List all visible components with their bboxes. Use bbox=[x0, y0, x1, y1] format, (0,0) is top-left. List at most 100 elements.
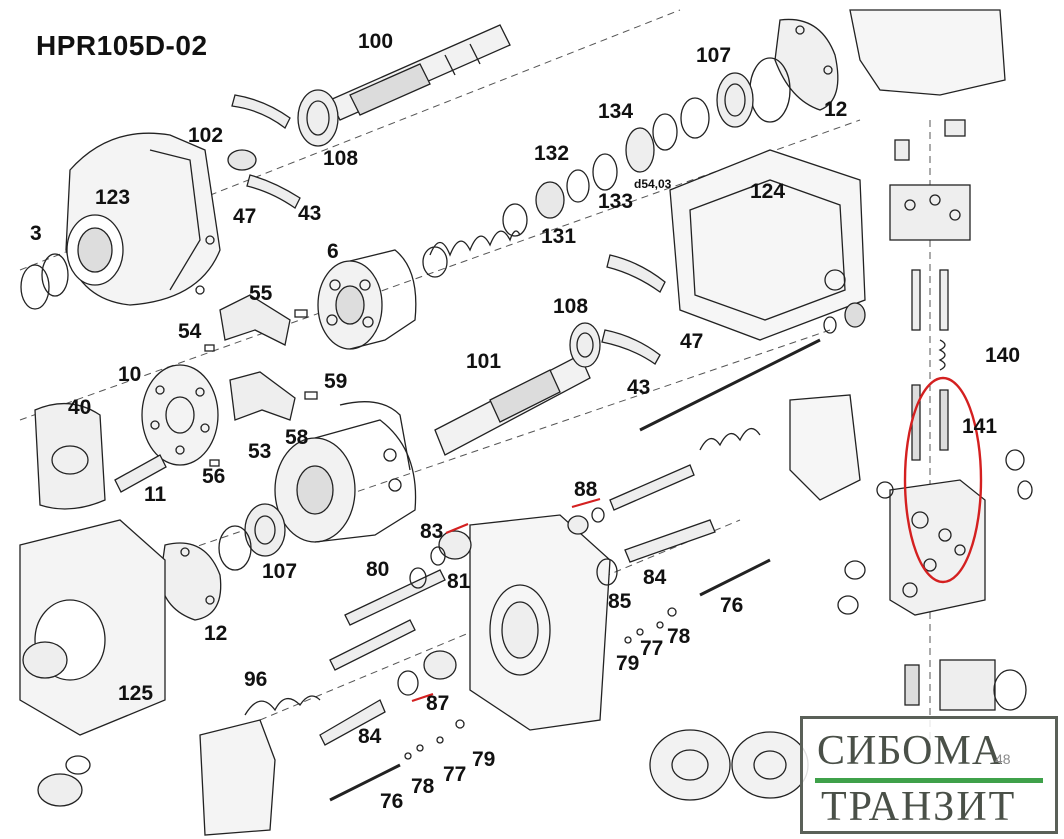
part-label-56: 56 bbox=[202, 465, 226, 488]
part-label-131: 131 bbox=[541, 225, 577, 248]
shell-43-top bbox=[231, 94, 291, 130]
shell-43-right-b bbox=[601, 329, 661, 365]
pin-54 bbox=[204, 344, 215, 352]
part-label-78a: 78 bbox=[667, 625, 691, 648]
rotating-group bbox=[274, 401, 417, 543]
part-label-85: 85 bbox=[608, 590, 632, 613]
spool-84-mid bbox=[624, 519, 716, 563]
rod bbox=[639, 338, 821, 432]
part-label-11: 11 bbox=[144, 483, 167, 506]
part-label-123: 123 bbox=[95, 186, 131, 209]
page-number: 48 bbox=[995, 751, 1011, 767]
part-label-108a: 108 bbox=[323, 147, 359, 170]
highlight-marks bbox=[411, 376, 983, 703]
part-label-77a: 77 bbox=[640, 637, 664, 660]
pin-11 bbox=[114, 454, 167, 493]
bearing-107-top bbox=[716, 72, 754, 128]
part-label-125: 125 bbox=[118, 682, 154, 705]
plate-10 bbox=[141, 364, 219, 466]
sleeve-88 bbox=[567, 515, 589, 535]
bearing-108-top bbox=[297, 89, 339, 147]
spool bbox=[329, 619, 416, 671]
ring-85 bbox=[596, 558, 618, 586]
screw-59 bbox=[304, 391, 318, 400]
ring-107-top-b bbox=[680, 97, 710, 139]
oring bbox=[823, 316, 837, 334]
plate-12-low bbox=[159, 542, 222, 621]
part-label-43b: 43 bbox=[627, 376, 651, 399]
ring-87 bbox=[397, 670, 419, 696]
part-label-76a: 76 bbox=[720, 594, 744, 617]
shaft-100 bbox=[329, 24, 511, 121]
screw-55 bbox=[294, 309, 308, 318]
small-seals bbox=[404, 607, 677, 760]
part-label-84a: 84 bbox=[643, 566, 667, 589]
part-label-53: 53 bbox=[248, 440, 272, 463]
spool-80 bbox=[344, 567, 446, 626]
part-label-6: 6 bbox=[327, 240, 339, 263]
part-label-43a: 43 bbox=[298, 202, 322, 225]
right-housing bbox=[789, 394, 861, 501]
plug bbox=[844, 302, 866, 328]
pin-56 bbox=[209, 459, 220, 467]
part-label-d54: d54,03 bbox=[634, 177, 672, 191]
part-label-76b: 76 bbox=[380, 790, 404, 813]
circlip-134 bbox=[652, 113, 678, 151]
diagram-title: HPR105D-02 bbox=[36, 30, 208, 61]
part-label-3: 3 bbox=[30, 222, 42, 245]
fitting-b bbox=[65, 755, 91, 775]
part-label-124: 124 bbox=[750, 180, 786, 203]
part-label-96: 96 bbox=[244, 668, 268, 691]
spring-mid bbox=[699, 428, 761, 451]
housing-bottom bbox=[199, 719, 276, 836]
housing-123 bbox=[65, 132, 221, 306]
underline-88 bbox=[571, 497, 601, 509]
part-label-12a: 12 bbox=[824, 98, 848, 121]
spring-96 bbox=[244, 695, 321, 716]
sleeve-87 bbox=[423, 650, 457, 680]
ring-3b bbox=[41, 253, 69, 297]
rod-76-mid bbox=[699, 558, 771, 597]
part-label-87: 87 bbox=[426, 692, 450, 715]
part-label-141: 141 bbox=[962, 415, 998, 438]
part-label-54: 54 bbox=[178, 320, 202, 343]
plate-12-top bbox=[774, 18, 839, 111]
spring-pack bbox=[422, 127, 655, 278]
stamp-line-2: ТРАНЗИТ bbox=[821, 784, 1017, 830]
housing-125 bbox=[19, 519, 166, 736]
cylinder-block-6 bbox=[317, 249, 417, 350]
ring-107-top-a bbox=[749, 57, 791, 123]
ring-3a bbox=[20, 264, 50, 310]
part-label-101: 101 bbox=[466, 350, 502, 373]
part-label-12b: 12 bbox=[204, 622, 228, 645]
part-label-107b: 107 bbox=[262, 560, 298, 583]
part-label-79a: 79 bbox=[616, 652, 640, 675]
circle-141 bbox=[903, 376, 983, 584]
spool-mid bbox=[609, 464, 695, 511]
housing-124 bbox=[669, 149, 866, 341]
part-label-80: 80 bbox=[366, 558, 390, 581]
part-label-133: 133 bbox=[598, 190, 634, 213]
housing-top-right bbox=[849, 9, 1006, 96]
shell-43-lower bbox=[246, 174, 301, 209]
part-label-58: 58 bbox=[285, 426, 309, 449]
retainer-55 bbox=[219, 294, 291, 346]
fitting-a bbox=[37, 773, 83, 807]
ring-88 bbox=[591, 507, 605, 523]
assembly-axes bbox=[19, 9, 931, 760]
watermark-stamp: СИБОМА ТРАНЗИТ 48 bbox=[800, 716, 1058, 834]
part-label-47b: 47 bbox=[680, 330, 704, 353]
part-label-88: 88 bbox=[574, 478, 598, 501]
part-label-107a: 107 bbox=[696, 44, 732, 67]
part-label-132: 132 bbox=[534, 142, 570, 165]
part-label-47a: 47 bbox=[233, 205, 257, 228]
part-label-108b: 108 bbox=[553, 295, 589, 318]
shell-43-right bbox=[606, 254, 666, 293]
part-label-79b: 79 bbox=[472, 748, 496, 771]
bush-102 bbox=[227, 149, 257, 171]
part-label-102: 102 bbox=[188, 124, 224, 147]
part-label-81: 81 bbox=[447, 570, 471, 593]
part-label-140: 140 bbox=[985, 344, 1021, 367]
spool-84-low bbox=[319, 699, 386, 746]
cradle-40 bbox=[34, 402, 106, 510]
